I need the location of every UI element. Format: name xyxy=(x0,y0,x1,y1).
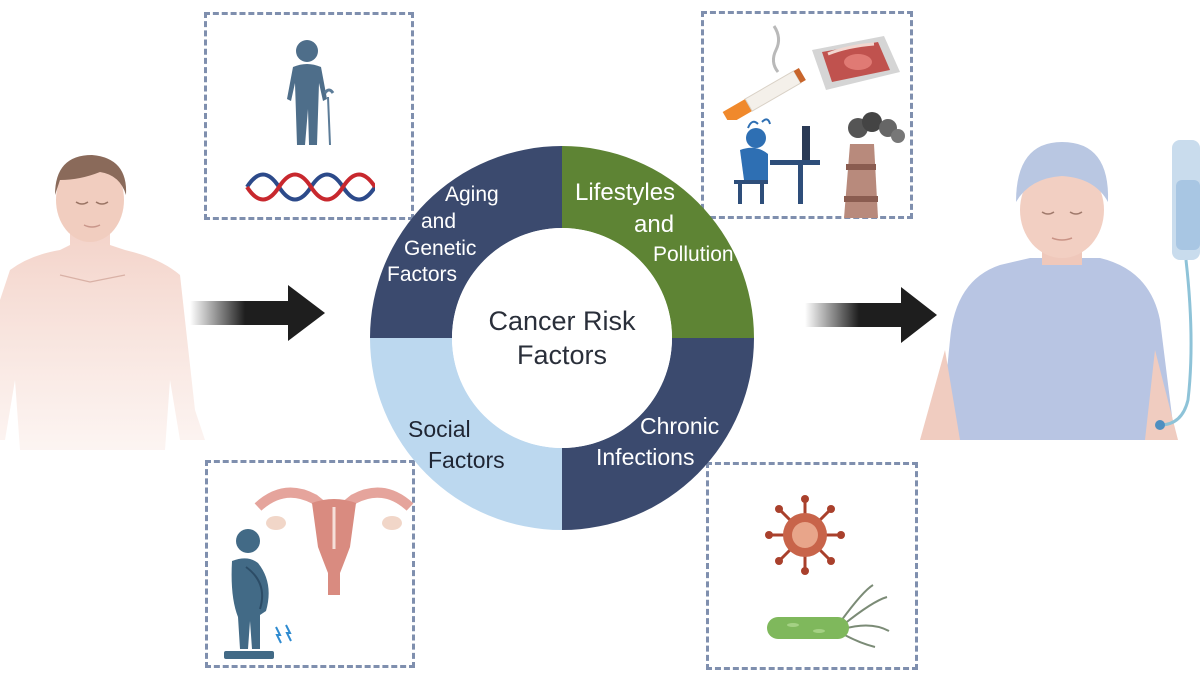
segment-label-lifestyle-line1: Lifestyles xyxy=(575,179,676,206)
segment-aging-genetic xyxy=(370,146,562,338)
center-title-line2: Factors xyxy=(516,340,608,370)
segment-label-aging-line3: Genetic xyxy=(404,237,477,260)
red-meat-tray-icon xyxy=(812,36,900,90)
segment-label-aging-line2: and xyxy=(421,210,457,233)
segment-label-lifestyle-line3: Pollution xyxy=(653,243,734,266)
smokestack-pollution-icon xyxy=(844,112,905,218)
chronic-infections-box xyxy=(706,462,918,670)
stressed-office-worker-icon xyxy=(734,118,820,204)
elderly-person-with-cane-icon xyxy=(287,40,335,145)
cigarette-icon xyxy=(722,25,806,120)
healthy-person-icon xyxy=(0,155,205,450)
arrow-right-icon xyxy=(190,285,325,341)
segment-label-social-line1: Social xyxy=(408,416,471,442)
segment-label-lifestyle-line2: and xyxy=(634,211,675,238)
center-title-line1: Cancer Risk xyxy=(488,306,636,336)
aging-genetics-box xyxy=(204,12,414,220)
virus-icon xyxy=(765,495,845,575)
uterus-icon xyxy=(254,487,414,595)
segment-social-factors xyxy=(370,338,562,530)
arrow-right-icon xyxy=(805,287,937,343)
cancer-patient-with-iv-icon xyxy=(920,140,1200,440)
dna-double-helix-icon xyxy=(245,172,375,202)
segment-label-aging-line1: Aging xyxy=(445,183,499,206)
obese-person-on-scale-icon xyxy=(224,529,292,659)
segment-label-social-line2: Factors xyxy=(428,447,505,473)
segment-chronic-infections xyxy=(562,338,754,530)
segment-label-chronic-line1: Chronic xyxy=(640,413,720,439)
segment-lifestyle-pollution xyxy=(562,146,754,338)
bacterium-icon xyxy=(767,584,890,648)
segment-label-aging-line4: Factors xyxy=(387,263,458,286)
lifestyle-pollution-box xyxy=(701,11,913,219)
risk-factor-donut xyxy=(370,146,754,530)
social-factors-box xyxy=(205,460,415,668)
segment-label-chronic-line2: Infections xyxy=(596,444,695,470)
